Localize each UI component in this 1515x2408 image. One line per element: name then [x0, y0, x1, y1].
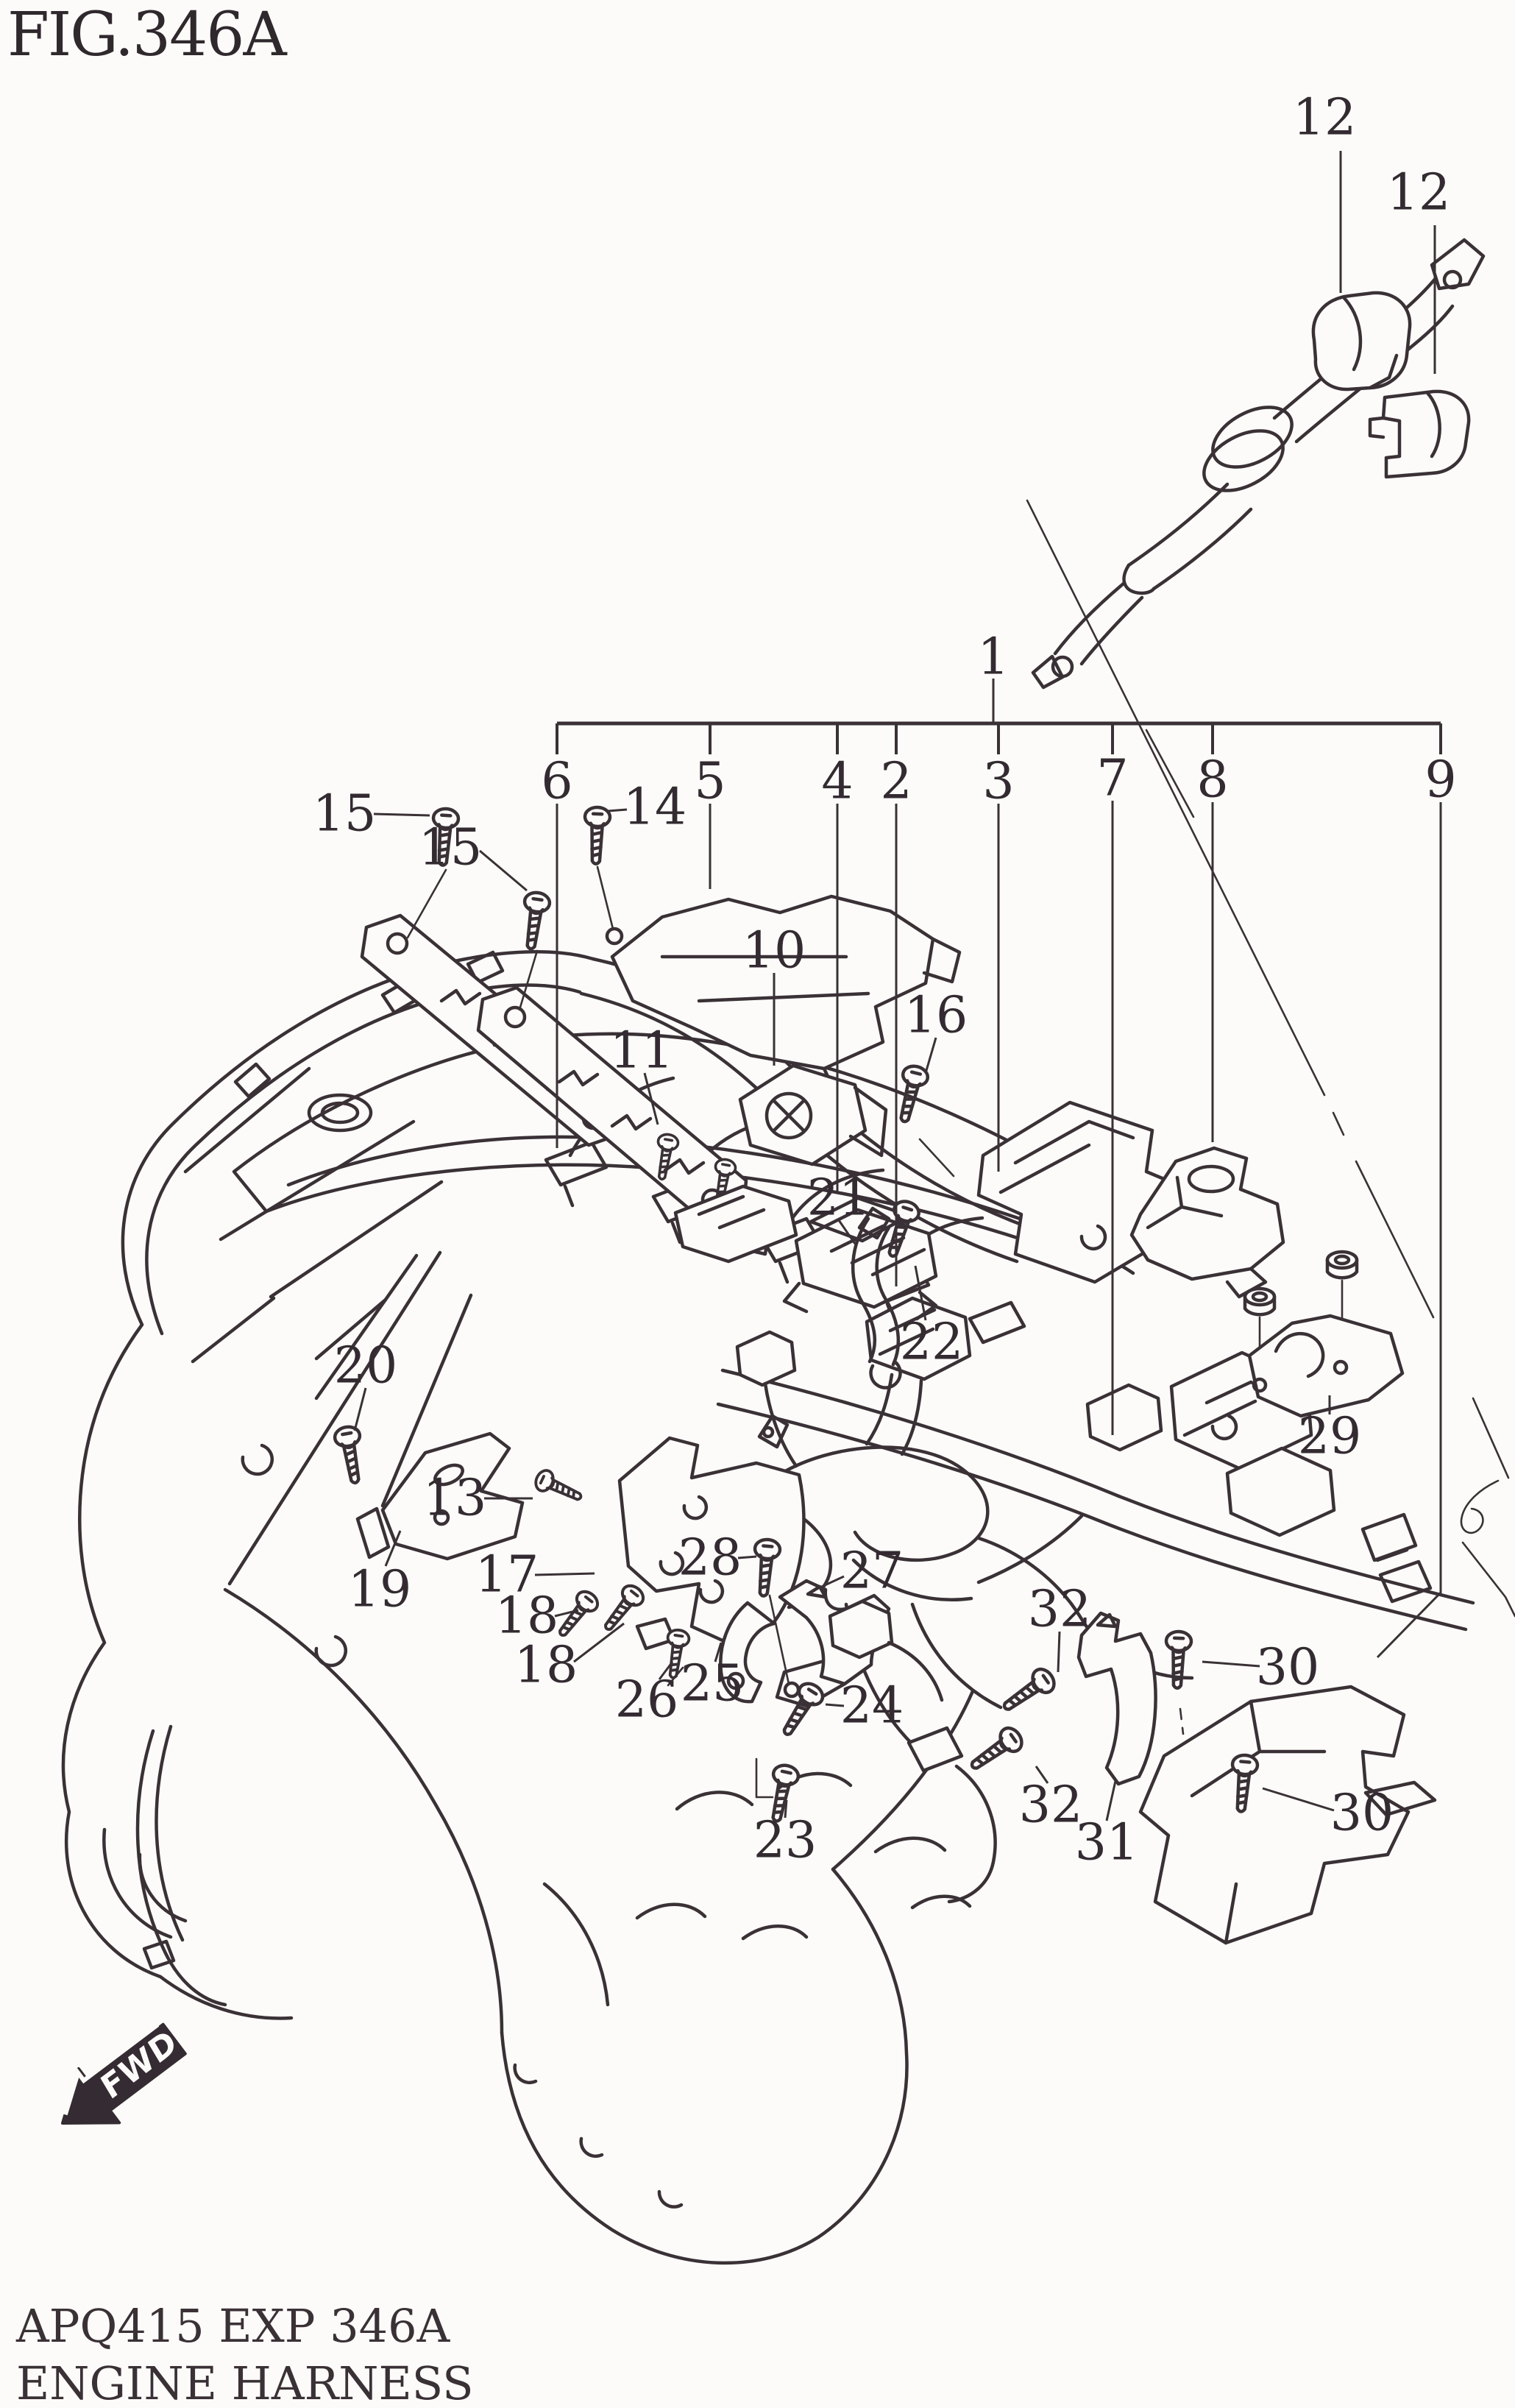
callout-label-18: 18	[495, 1587, 559, 1646]
callout-label-30: 30	[1256, 1639, 1320, 1697]
callout-label-28: 28	[678, 1529, 742, 1587]
callout-label-8: 8	[1196, 751, 1228, 810]
part-sketch-bracket-31	[965, 1611, 1157, 1786]
callout-label-22: 22	[900, 1314, 964, 1372]
callout-label-17: 17	[475, 1546, 539, 1604]
callout-label-26: 26	[615, 1671, 679, 1729]
callout-leader-16	[924, 1037, 937, 1074]
callout-leader-9	[1376, 802, 1442, 1659]
callout-leader-31	[1105, 1780, 1117, 1821]
fwd-arrow-shape	[61, 2022, 187, 2125]
callout-label-19: 19	[348, 1561, 412, 1619]
figure-title-text: ENGINE HARNESS	[16, 2356, 474, 2408]
callout-label-2: 2	[880, 753, 912, 811]
callout-label-5: 5	[694, 753, 725, 811]
callout-label-32: 32	[1028, 1581, 1092, 1639]
part-sketch-bracket-8	[1129, 1146, 1285, 1299]
callout-label-14: 14	[623, 779, 687, 837]
part-sketch-screw-26	[661, 1627, 692, 1687]
callout-leader-20	[353, 1387, 367, 1431]
part-sketch-screw-24	[776, 1679, 827, 1741]
callout-leader-30	[1202, 1660, 1260, 1668]
callout-leader-15	[373, 812, 430, 817]
callout-leader-17	[534, 1572, 595, 1576]
part-sketch-bracket-11	[650, 1131, 798, 1264]
callout-leader-19	[384, 1530, 402, 1567]
callout-leader-25	[714, 1642, 723, 1662]
callout-label-32: 32	[1019, 1777, 1083, 1835]
callout-label-20: 20	[334, 1337, 398, 1395]
callout-leader-15	[479, 849, 528, 892]
callout-label-25: 25	[681, 1655, 745, 1713]
callout-leader-18	[554, 1609, 579, 1618]
part-sketch-clamp-10	[738, 1063, 888, 1166]
callout-label-24: 24	[840, 1677, 904, 1735]
callout-label-30: 30	[1330, 1785, 1394, 1843]
callout-leader-23	[784, 1799, 788, 1819]
callout-leader-27	[815, 1575, 845, 1591]
callout-label-11: 11	[610, 1022, 674, 1080]
callout-label-15: 15	[313, 785, 377, 843]
callout-leader-18	[573, 1622, 625, 1663]
part-sketch-strap-21	[851, 1206, 902, 1389]
fwd-label: FWD	[95, 2022, 184, 2107]
terminal-cover-sketch-top	[1311, 291, 1412, 392]
engine-block-sketch	[61, 1032, 1103, 2265]
callout-leader-24	[825, 1703, 845, 1707]
callout-label-9: 9	[1424, 751, 1456, 810]
part-sketch-screws-15-14	[406, 807, 614, 1011]
part-sketch-plate-25	[719, 1601, 776, 1704]
callout-label-4: 4	[821, 753, 853, 811]
part-sketch-screw-16	[892, 1063, 955, 1178]
callout-label-7: 7	[1096, 750, 1128, 808]
reference-lines	[1026, 499, 1515, 1618]
part-sketch-screw-23	[755, 1757, 800, 1824]
callout-leader-32	[1057, 1631, 1061, 1673]
callout-label-6: 6	[541, 753, 572, 811]
callout-label-15: 15	[419, 819, 483, 877]
callout-leader-11	[643, 1072, 659, 1125]
part-sketch-bracket-17	[531, 1414, 806, 1651]
callout-label-1: 1	[977, 628, 1009, 687]
callout-label-12: 12	[1293, 89, 1357, 147]
callout-label-27: 27	[840, 1543, 904, 1601]
figure-number-title: FIG.346A	[7, 0, 287, 70]
callout-leader-28	[737, 1555, 757, 1559]
callout-label-29: 29	[1298, 1408, 1362, 1466]
callout-leader-22	[914, 1265, 927, 1321]
callout-leader-30	[1262, 1787, 1335, 1812]
callout-label-3: 3	[982, 753, 1014, 811]
callout-label-18: 18	[514, 1637, 578, 1695]
fwd-direction-arrow: FWD	[61, 2022, 187, 2125]
callout-label-16: 16	[904, 987, 968, 1045]
callout-label-21: 21	[807, 1169, 871, 1228]
callout-label-13: 13	[423, 1470, 487, 1528]
catalog-code: APQ415 EXP 346A	[16, 2299, 450, 2353]
callout-label-23: 23	[753, 1812, 817, 1870]
callout-label-31: 31	[1075, 1814, 1139, 1872]
part-sketch-plate-27	[751, 1539, 944, 1708]
callout-label-12: 12	[1387, 164, 1451, 222]
callout-leader-26	[658, 1661, 674, 1680]
part-sketch-bracket-5	[605, 894, 962, 1099]
callout-leader-14	[607, 808, 628, 812]
catalog-footer: APQ415 EXP 346A ENGINE HARNESS	[16, 2298, 474, 2408]
part-sketch-bracket-19-20	[333, 1425, 525, 1561]
part-sketch-mount-30	[1138, 1631, 1437, 1945]
callout-leader-32	[1035, 1766, 1049, 1784]
part-sketch-bracket-29	[1245, 1252, 1405, 1418]
terminal-cover-sketch-bottom	[1368, 389, 1471, 479]
callout-label-10: 10	[742, 922, 806, 980]
callout-leader-21	[837, 1219, 856, 1244]
